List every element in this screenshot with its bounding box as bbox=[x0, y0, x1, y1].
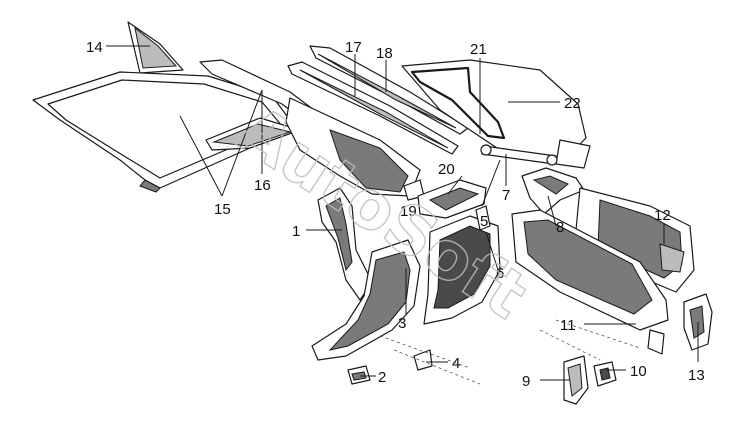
callout-13: 13 bbox=[688, 367, 705, 384]
part-14-quarter-glass bbox=[127, 21, 184, 74]
callout-3: 3 bbox=[398, 315, 406, 332]
part-5-striker bbox=[475, 159, 501, 231]
callout-18: 18 bbox=[376, 45, 393, 62]
assembly-guide-lines bbox=[379, 319, 641, 385]
callout-15: 15 bbox=[214, 201, 231, 218]
part-10-mount bbox=[593, 361, 617, 387]
part-18-trim-strip bbox=[287, 61, 459, 155]
callout-2: 2 bbox=[378, 369, 386, 386]
callout-20: 20 bbox=[438, 161, 455, 178]
part-7-gas-strut bbox=[480, 144, 558, 166]
callout-4: 4 bbox=[452, 355, 460, 372]
part-22-trunk-lid bbox=[401, 59, 591, 169]
part-2-clip bbox=[347, 365, 371, 385]
callout-21: 21 bbox=[470, 41, 487, 58]
callout-17: 17 bbox=[345, 39, 362, 56]
callout-7: 7 bbox=[502, 187, 510, 204]
part-9-bracket bbox=[563, 355, 589, 405]
callout-9: 9 bbox=[522, 373, 530, 390]
callout-19: 19 bbox=[400, 203, 417, 220]
part-17-seal-strip bbox=[309, 45, 469, 135]
leader-lines bbox=[106, 45, 699, 381]
callout-1: 1 bbox=[292, 223, 300, 240]
callout-10: 10 bbox=[630, 363, 647, 380]
part-21-lid-seal bbox=[410, 66, 506, 140]
callout-11: 11 bbox=[560, 317, 576, 334]
callout-14: 14 bbox=[86, 39, 103, 56]
part-8-bracket bbox=[521, 167, 585, 215]
part-6-inner-quarter bbox=[423, 215, 501, 325]
part-19-rear-pillar bbox=[285, 97, 425, 201]
callout-12: 12 bbox=[654, 207, 671, 224]
callout-5: 5 bbox=[480, 213, 488, 230]
callout-8: 8 bbox=[556, 219, 564, 236]
part-15-roof-panel bbox=[32, 71, 297, 193]
part-12-bumper-cover bbox=[575, 187, 695, 293]
part-11-bumper-beam bbox=[511, 209, 669, 355]
callout-numbers: 14 15 16 17 18 19 20 21 22 1 2 3 4 5 6 7… bbox=[86, 39, 705, 390]
callout-16: 16 bbox=[254, 177, 271, 194]
callout-6: 6 bbox=[496, 265, 504, 282]
part-4-clip bbox=[413, 349, 433, 371]
part-3-quarter-inner bbox=[311, 239, 421, 361]
callout-22: 22 bbox=[564, 95, 581, 112]
